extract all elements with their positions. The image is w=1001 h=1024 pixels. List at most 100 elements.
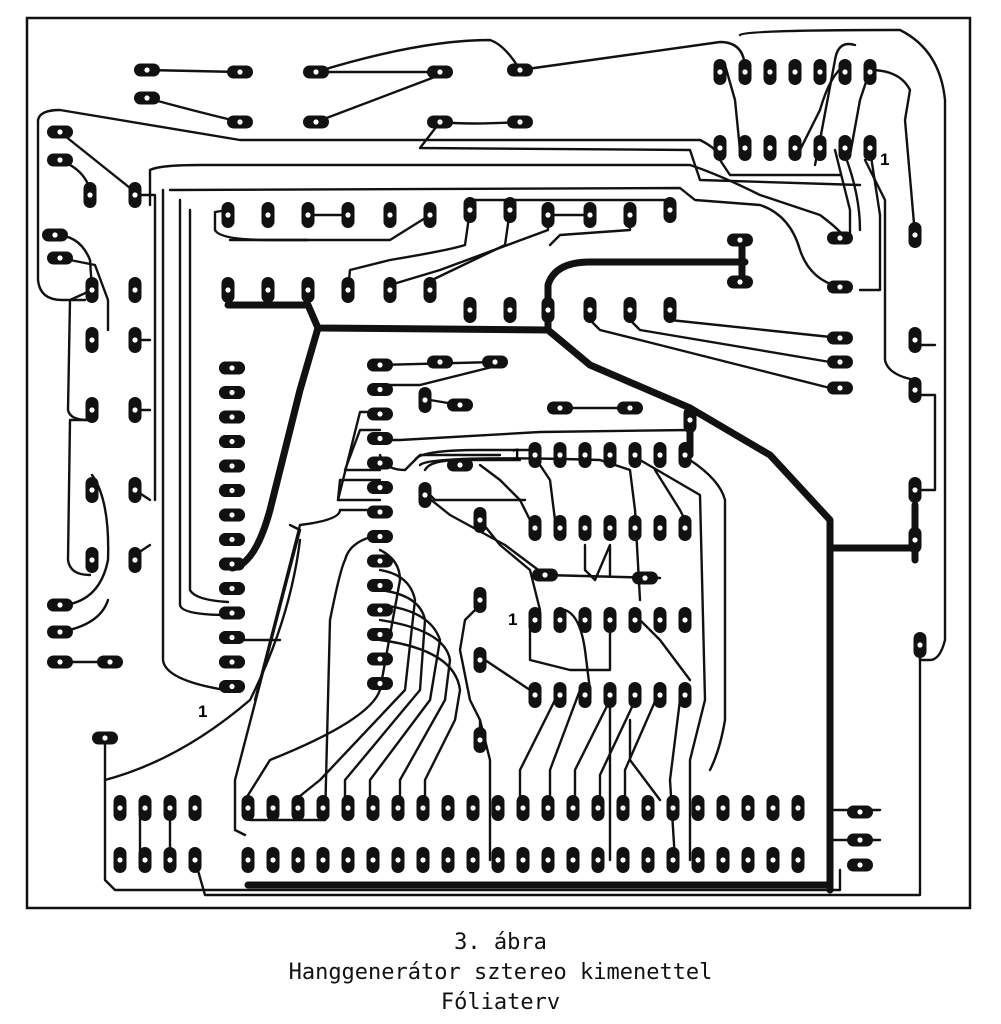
pad-hole: [427, 212, 433, 218]
pad-hole: [132, 557, 138, 563]
pad-hole: [837, 335, 843, 341]
pad-hole: [377, 582, 383, 589]
pad-hole: [437, 69, 443, 75]
pad-hole: [422, 397, 428, 403]
pad-hole: [817, 145, 823, 151]
figure-subtitle: Fóliaterv: [440, 990, 561, 1015]
pad-hole: [912, 232, 918, 238]
pad-hole: [582, 452, 588, 458]
pad-hole: [627, 307, 633, 313]
pcb-layout-diagram: 1 1 1 1: [25, 16, 972, 910]
pad-hole: [837, 284, 843, 290]
pad-hole: [720, 857, 726, 863]
pad-hole: [89, 337, 95, 343]
pad-hole: [102, 735, 108, 741]
pad-hole: [229, 414, 235, 420]
pad-hole: [87, 192, 93, 198]
pad-hole: [422, 492, 428, 498]
pad-hole: [192, 857, 198, 863]
pad-hole: [345, 857, 351, 863]
pad-hole: [345, 287, 351, 293]
pad-hole: [270, 805, 276, 811]
pad-hole: [517, 119, 523, 125]
pad-hole: [737, 237, 743, 243]
pad-hole: [237, 119, 243, 125]
pad-hole: [477, 597, 483, 603]
pad-hole: [842, 145, 848, 151]
pad-hole: [627, 405, 633, 411]
pad-hole: [570, 805, 576, 811]
pad-hole: [144, 95, 150, 101]
pad-hole: [237, 69, 243, 75]
pad-hole: [477, 517, 483, 523]
pad-hole: [345, 212, 351, 218]
pad-hole: [792, 145, 798, 151]
pad-hole: [607, 617, 613, 623]
pad-hole: [667, 207, 673, 213]
pad-hole: [620, 857, 626, 863]
pad-hole: [437, 119, 443, 125]
pad-hole: [557, 452, 563, 458]
pad-hole: [595, 857, 601, 863]
pad-hole: [377, 680, 383, 687]
pad-hole: [245, 805, 251, 811]
pad-hole: [167, 857, 173, 863]
pad-hole: [520, 857, 526, 863]
pad-hole: [667, 307, 673, 313]
pad-hole: [632, 452, 638, 458]
pad-hole: [305, 287, 311, 293]
pad-hole: [377, 533, 383, 540]
pad-hole: [607, 452, 613, 458]
pad-hole: [229, 610, 235, 616]
pad-hole: [682, 452, 688, 458]
pad-hole: [582, 525, 588, 531]
pad-hole: [377, 607, 383, 613]
pad-hole: [420, 805, 426, 811]
pad-hole: [767, 145, 773, 151]
pad-hole: [632, 525, 638, 531]
pad-hole: [582, 617, 588, 623]
pad-hole: [737, 279, 743, 285]
pad-hole: [245, 857, 251, 863]
pad-hole: [387, 212, 393, 218]
pad-hole: [117, 857, 123, 863]
pad-hole: [427, 287, 433, 293]
pad-hole: [377, 656, 383, 662]
pad-hole: [192, 805, 198, 811]
pad-hole: [867, 145, 873, 151]
pad-hole: [229, 634, 235, 641]
pad-hole: [89, 407, 95, 413]
pad-hole: [470, 857, 476, 863]
pad-hole: [89, 487, 95, 493]
pad-hole: [132, 287, 138, 293]
pad-hole: [395, 805, 401, 811]
pad-hole: [657, 692, 663, 698]
pad-hole: [857, 862, 863, 868]
pad-hole: [742, 69, 748, 75]
pin1-label: 1: [512, 445, 521, 464]
board-outline: [25, 16, 972, 910]
pad-hole: [717, 145, 723, 151]
pad-hole: [395, 857, 401, 863]
pad-hole: [545, 212, 551, 218]
pad-hole: [320, 805, 326, 811]
pad-hole: [695, 857, 701, 863]
pad-hole: [587, 307, 593, 313]
pad-hole: [89, 287, 95, 293]
pad-hole: [795, 857, 801, 863]
pad-hole: [470, 805, 476, 811]
pad-hole: [837, 385, 843, 391]
pad-hole: [387, 287, 393, 293]
pad-hole: [377, 411, 383, 417]
pad-hole: [345, 805, 351, 811]
pad-hole: [295, 805, 301, 811]
pad-hole: [377, 558, 383, 564]
pad-hole: [457, 402, 463, 408]
pad-hole: [117, 805, 123, 811]
pad-hole: [370, 805, 376, 811]
pad-hole: [587, 212, 593, 218]
pad-hole: [265, 212, 271, 218]
pad-hole: [607, 692, 613, 698]
pad-hole: [837, 359, 843, 365]
pad-hole: [842, 69, 848, 75]
